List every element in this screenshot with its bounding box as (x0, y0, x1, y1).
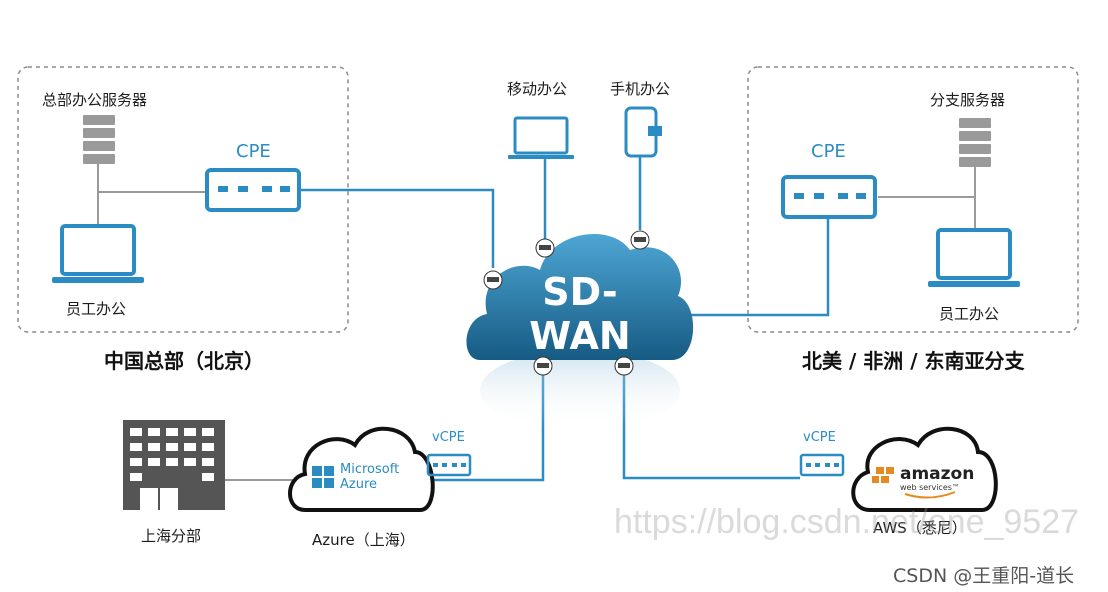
aws-smile-icon (904, 491, 956, 499)
azure-cloud-icon (288, 426, 435, 512)
router-node-icon (533, 356, 553, 376)
hq-server-label: 总部办公服务器 (42, 91, 148, 109)
branch-employee-label: 员工办公 (939, 305, 1000, 323)
router-node-icons (483, 230, 650, 376)
azure-label: Azure（上海） (312, 531, 415, 549)
hq-employee-label: 员工办公 (66, 300, 127, 318)
branch-region-box (747, 66, 1079, 333)
azure-logo-line1: Microsoft (340, 462, 400, 477)
branch-server-icon (959, 118, 991, 167)
phone-icon (624, 106, 662, 158)
branch-laptop-icon (928, 228, 1020, 287)
hq-cpe-icon (205, 168, 301, 212)
branch-cpe-label: CPE (811, 141, 846, 162)
mobile-laptop-label: 移动办公 (507, 80, 568, 98)
azure-logo-line2: Azure (340, 477, 378, 492)
aws-logo-line2: web services™ (900, 483, 960, 492)
router-node-icon (483, 270, 503, 290)
hq-laptop-icon (52, 224, 144, 283)
sdwan-title-line1: SD- (542, 270, 618, 314)
aws-boxes-icon (872, 467, 894, 483)
shanghai-label: 上海分部 (141, 527, 202, 545)
hq-cpe-label: CPE (236, 141, 271, 162)
branch-cpe-icon (781, 175, 877, 219)
azure-vcpe-label: vCPE (432, 430, 465, 445)
hq-region-label: 中国总部（北京） (104, 349, 264, 373)
watermark: https://blog.csdn.net/one_9527 (614, 503, 1080, 541)
aws-vcpe-label: vCPE (803, 430, 836, 445)
cloud-reflection (480, 350, 680, 430)
hq-lan-lines (97, 162, 205, 225)
branch-region-label: 北美 / 非洲 / 东南亚分支 (802, 349, 1025, 373)
csdn-credit: CSDN @王重阳-道长 (893, 565, 1075, 587)
hq-server-icon (83, 115, 115, 164)
hq-region-box (17, 66, 349, 333)
sdwan-title-line2: WAN (529, 314, 631, 358)
aws-vcpe-icon (799, 453, 845, 477)
sdwan-cloud (466, 233, 694, 360)
branch-server-label: 分支服务器 (930, 91, 1006, 109)
building-icon (123, 420, 225, 510)
branch-lan-lines (878, 165, 976, 228)
router-node-icon (535, 238, 555, 258)
router-node-icon (614, 356, 634, 376)
aws-label: AWS（悉尼） (873, 519, 967, 537)
azure-vcpe-icon (426, 453, 472, 477)
router-node-icon (630, 230, 650, 250)
phone-label: 手机办公 (610, 80, 671, 98)
mobile-laptop-icon (508, 116, 574, 159)
windows-logo-icon (312, 466, 334, 488)
aws-cloud-icon (851, 426, 998, 512)
aws-logo-line1: amazon (900, 464, 975, 484)
